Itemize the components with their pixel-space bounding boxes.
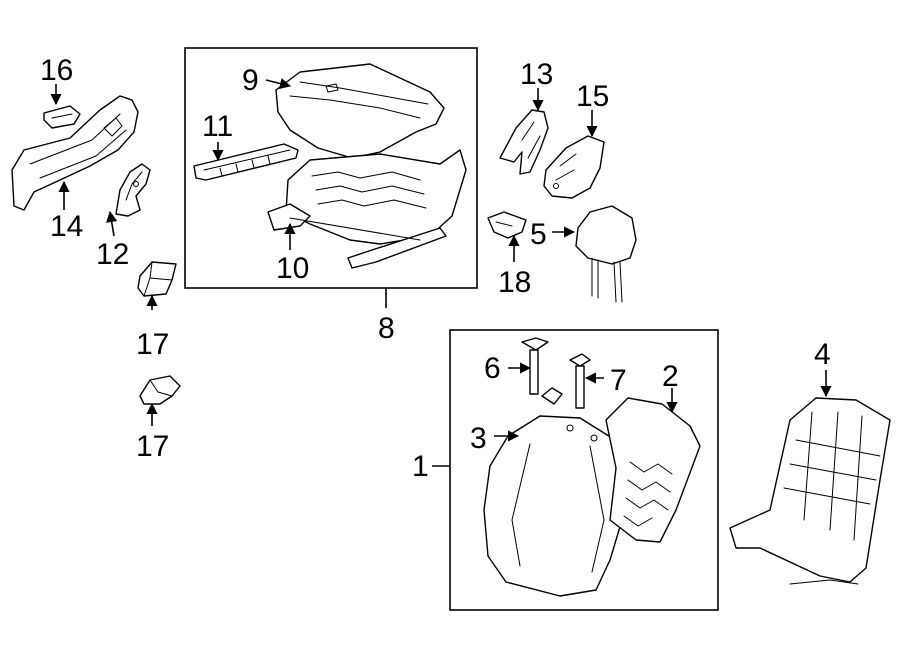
part-2-back-frame [605, 397, 701, 543]
part-14-side-shield [11, 95, 139, 211]
part-13-recliner-clip [499, 109, 549, 175]
callout-1: 1 [412, 450, 429, 483]
callout-12: 12 [96, 238, 129, 271]
part-10-seat-frame [267, 149, 467, 269]
part-3-back-cover [483, 415, 629, 597]
part-17-cover-a [137, 261, 177, 297]
callout-14: 14 [50, 210, 83, 243]
callout-18: 18 [498, 266, 531, 299]
callout-2: 2 [662, 360, 679, 393]
cushion-assembly-box [184, 47, 478, 289]
part-5-headrest [575, 205, 637, 303]
callout-6: 6 [484, 352, 501, 385]
callout-9: 9 [242, 64, 259, 97]
part-18-bracket [487, 211, 527, 239]
callout-3: 3 [470, 422, 487, 455]
part-6-headrest-guide [521, 337, 549, 395]
callout-15: 15 [576, 80, 609, 113]
callout-16: 16 [40, 54, 73, 87]
seat-back-assembly-box [449, 329, 719, 611]
part-17-cover-b [139, 375, 181, 405]
callout-17-upper: 17 [136, 328, 169, 361]
callout-10: 10 [276, 252, 309, 285]
callout-11: 11 [202, 110, 233, 143]
callout-leaders [50, 78, 832, 467]
callout-17-lower: 17 [136, 430, 169, 463]
callout-4: 4 [814, 338, 831, 371]
callout-13: 13 [520, 58, 553, 91]
part-4-back-assembly [729, 397, 891, 585]
part-15-recliner-cover [543, 135, 605, 199]
callout-7: 7 [610, 364, 627, 397]
part-9-cushion-pad [275, 63, 445, 159]
part-7-headrest-guide [541, 353, 591, 409]
callout-5: 5 [530, 218, 547, 251]
part-16-cover-clip [43, 105, 81, 129]
part-12-bracket [115, 163, 151, 217]
part-11-rail-cover [193, 143, 299, 181]
callout-8: 8 [378, 312, 395, 345]
